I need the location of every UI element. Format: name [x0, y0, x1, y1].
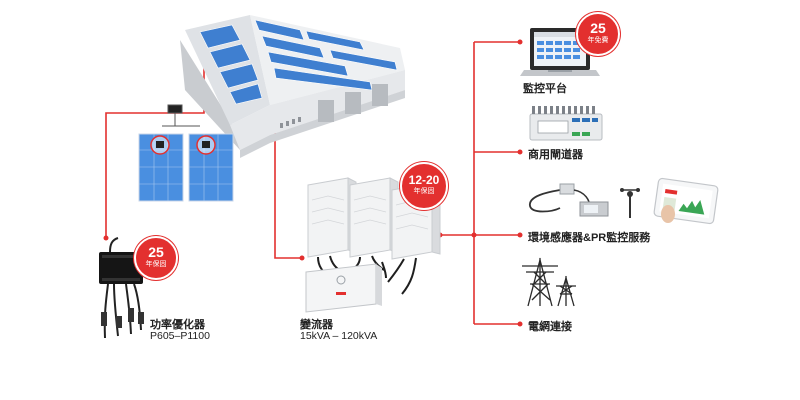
optimizer-warranty-text: 年保固 [145, 261, 167, 268]
factory-to-inverter-line [274, 128, 302, 259]
gateway-label: 商用閘道器 [528, 149, 583, 161]
sensor-icon [529, 183, 640, 218]
power-tower-icon [522, 257, 576, 307]
optimizer-warranty-number: 25 [148, 244, 164, 260]
optimizer-model: P605–P1100 [150, 330, 210, 342]
monitoring-label: 監控平台 [523, 83, 567, 95]
optimizer-label: 功率優化器 [150, 319, 205, 331]
grid-label: 電網連接 [528, 321, 572, 333]
inverter-range: 15kVA – 120kVA [300, 330, 378, 342]
optimizer-icon [99, 237, 144, 339]
optimizer-warranty-badge: 25 年保固 [134, 236, 178, 280]
solar-panel-icon [138, 104, 234, 202]
sensors-label: 環境感應器&PR監控服務 [528, 232, 651, 244]
monitoring-free-badge: 25 年免費 [576, 12, 620, 56]
inverter-icon [305, 177, 441, 313]
roof-to-optimizer-line [105, 38, 205, 238]
tablet-icon [653, 177, 719, 225]
inverter-label: 變流器 [300, 319, 333, 331]
gateway-icon [529, 106, 603, 141]
monitoring-free-number: 25 [590, 20, 606, 36]
inverter-warranty-badge: 12-20 年保固 [400, 162, 448, 210]
factory-roof-icon [180, 15, 405, 158]
inverter-warranty-text: 年保固 [413, 188, 435, 195]
monitoring-free-text: 年免費 [587, 37, 609, 44]
connection-lines [105, 38, 520, 325]
inverter-warranty-number: 12-20 [408, 173, 440, 187]
